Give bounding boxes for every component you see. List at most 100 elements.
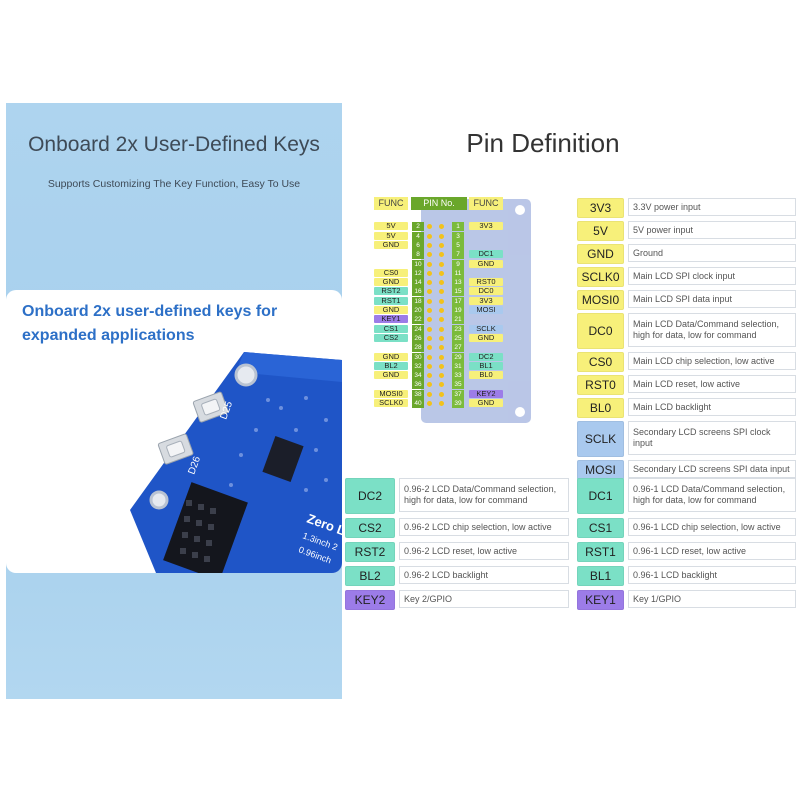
header-pin-no: PIN No.: [411, 197, 467, 210]
pin-dot: [427, 401, 432, 406]
pin-dot: [427, 382, 432, 388]
pin-dot: [427, 391, 432, 397]
pin-number-right: 39: [452, 399, 464, 408]
pin-func-left: GND: [374, 371, 408, 380]
def-tag-bl2: BL2: [345, 566, 395, 586]
pin-func-left: 5V: [374, 231, 408, 240]
pin-number-left: 38: [412, 389, 424, 399]
def-desc-rst2: 0.96-2 LCD reset, low active: [399, 542, 569, 560]
pin-func-left: GND: [374, 352, 408, 361]
pin-func-right: GND: [469, 399, 503, 407]
pin-func-left: RST2: [374, 287, 408, 296]
def-tag-cs0: CS0: [577, 352, 624, 372]
pin-dot: [427, 224, 432, 230]
pin-dot: [439, 373, 444, 379]
mount-hole: [234, 363, 258, 387]
pin-number-left: 8: [412, 250, 424, 260]
pin-func-right: GND: [469, 259, 503, 268]
def-tag-key2: KEY2: [345, 590, 395, 610]
pin-dot: [427, 317, 432, 323]
pin-dot: [439, 308, 444, 313]
pin-func-right: SCLK: [469, 324, 503, 333]
def-desc-rst0: Main LCD reset, low active: [628, 375, 796, 393]
pin-number-left: 34: [412, 371, 424, 381]
pin-func-right: DC1: [469, 250, 503, 259]
pin-number-left: 6: [412, 240, 424, 250]
pin-number-left: 24: [412, 324, 424, 334]
pin-dot: [427, 335, 432, 341]
pin-number-left: 40: [412, 399, 424, 408]
pin-number-right: 23: [452, 324, 464, 334]
def-desc-gnd: Ground: [628, 244, 796, 262]
mount-hole: [515, 407, 525, 417]
pin-dot: [427, 354, 432, 360]
def-desc-bl0: Main LCD backlight: [628, 398, 796, 416]
def-desc-bl2: 0.96-2 LCD backlight: [399, 566, 569, 584]
pin-number-right: 9: [452, 259, 464, 269]
def-tag-5v: 5V: [577, 221, 624, 241]
pin-number-left: 12: [412, 268, 424, 278]
def-desc-cs1: 0.96-1 LCD chip selection, low active: [628, 518, 796, 536]
pin-func-left: GND: [374, 306, 408, 314]
pin-number-left: 14: [412, 278, 424, 288]
pin-dot: [439, 317, 444, 323]
feature-subtitle: Supports Customizing The Key Function, E…: [47, 178, 301, 190]
pin-func-left: BL2: [374, 361, 408, 370]
def-desc-dc2: 0.96-2 LCD Data/Command selection, high …: [399, 478, 569, 512]
pin-dot: [427, 308, 432, 313]
def-tag-3v3: 3V3: [577, 198, 624, 218]
pin-dot: [427, 373, 432, 379]
def-tag-rst0: RST0: [577, 375, 624, 395]
pin-dot: [439, 270, 444, 276]
mount-hole: [149, 490, 169, 510]
pin-dot: [439, 233, 444, 239]
pin-number-left: 10: [412, 259, 424, 269]
pin-func-right: GND: [469, 333, 503, 342]
header-func-right: FUNC: [469, 197, 503, 210]
def-tag-sclk: SCLK: [577, 421, 624, 457]
def-desc-3v3: 3.3V power input: [628, 198, 796, 216]
pin-func-right: BL1: [469, 361, 503, 370]
pin-func-right: 3V3: [469, 222, 503, 231]
def-tag-cs1: CS1: [577, 518, 624, 538]
pin-dot: [439, 242, 444, 248]
pin-func-right: DC0: [469, 287, 503, 296]
pin-dot: [427, 363, 432, 369]
pin-dot: [439, 382, 444, 388]
def-tag-cs2: CS2: [345, 518, 395, 538]
def-desc-dc0: Main LCD Data/Command selection, high fo…: [628, 313, 796, 347]
pin-definition-title: Pin Definition: [466, 128, 620, 158]
pin-number-right: 3: [452, 231, 464, 241]
pin-number-right: 5: [452, 240, 464, 250]
pin-dot: [427, 242, 432, 248]
ic-chip: [262, 436, 304, 482]
feature-panel: Onboard 2x User-Defined Keys Supports Cu…: [6, 103, 342, 699]
pin-number-left: 26: [412, 333, 424, 343]
pin-func-left: SCLK0: [374, 399, 408, 407]
pin-number-left: 30: [412, 352, 424, 362]
pin-func-right: 3V3: [469, 296, 503, 305]
pin-dot: [427, 345, 432, 351]
pin-number-right: 27: [452, 343, 464, 353]
pin-dot: [427, 261, 432, 267]
pin-number-left: 16: [412, 287, 424, 297]
pin-dot: [427, 289, 432, 295]
pin-dot: [439, 298, 444, 304]
feature-card: Onboard 2x user-defined keys for expande…: [6, 290, 342, 573]
pin-dot: [439, 391, 444, 397]
pin-func-right: KEY2: [469, 389, 503, 398]
pin-number-right: 33: [452, 371, 464, 381]
board-photo: D25 D26 Zero L 1.3inch 2: [130, 352, 342, 573]
key-button-d26: [157, 433, 194, 465]
pin-func-left: CS0: [374, 268, 408, 277]
pin-number-right: 37: [452, 389, 464, 399]
pin-number-left: 18: [412, 296, 424, 306]
pin-dot: [439, 280, 444, 286]
def-tag-dc0: DC0: [577, 313, 624, 349]
def-desc-mosi: Secondary LCD screens SPI data input: [628, 460, 796, 478]
pin-number-right: 1: [452, 222, 464, 232]
def-tag-gnd: GND: [577, 244, 624, 264]
def-desc-mosi0: Main LCD SPI data input: [628, 290, 796, 308]
card-heading: Onboard 2x user-defined keys for expande…: [22, 303, 278, 344]
pin-number-left: 22: [412, 315, 424, 325]
